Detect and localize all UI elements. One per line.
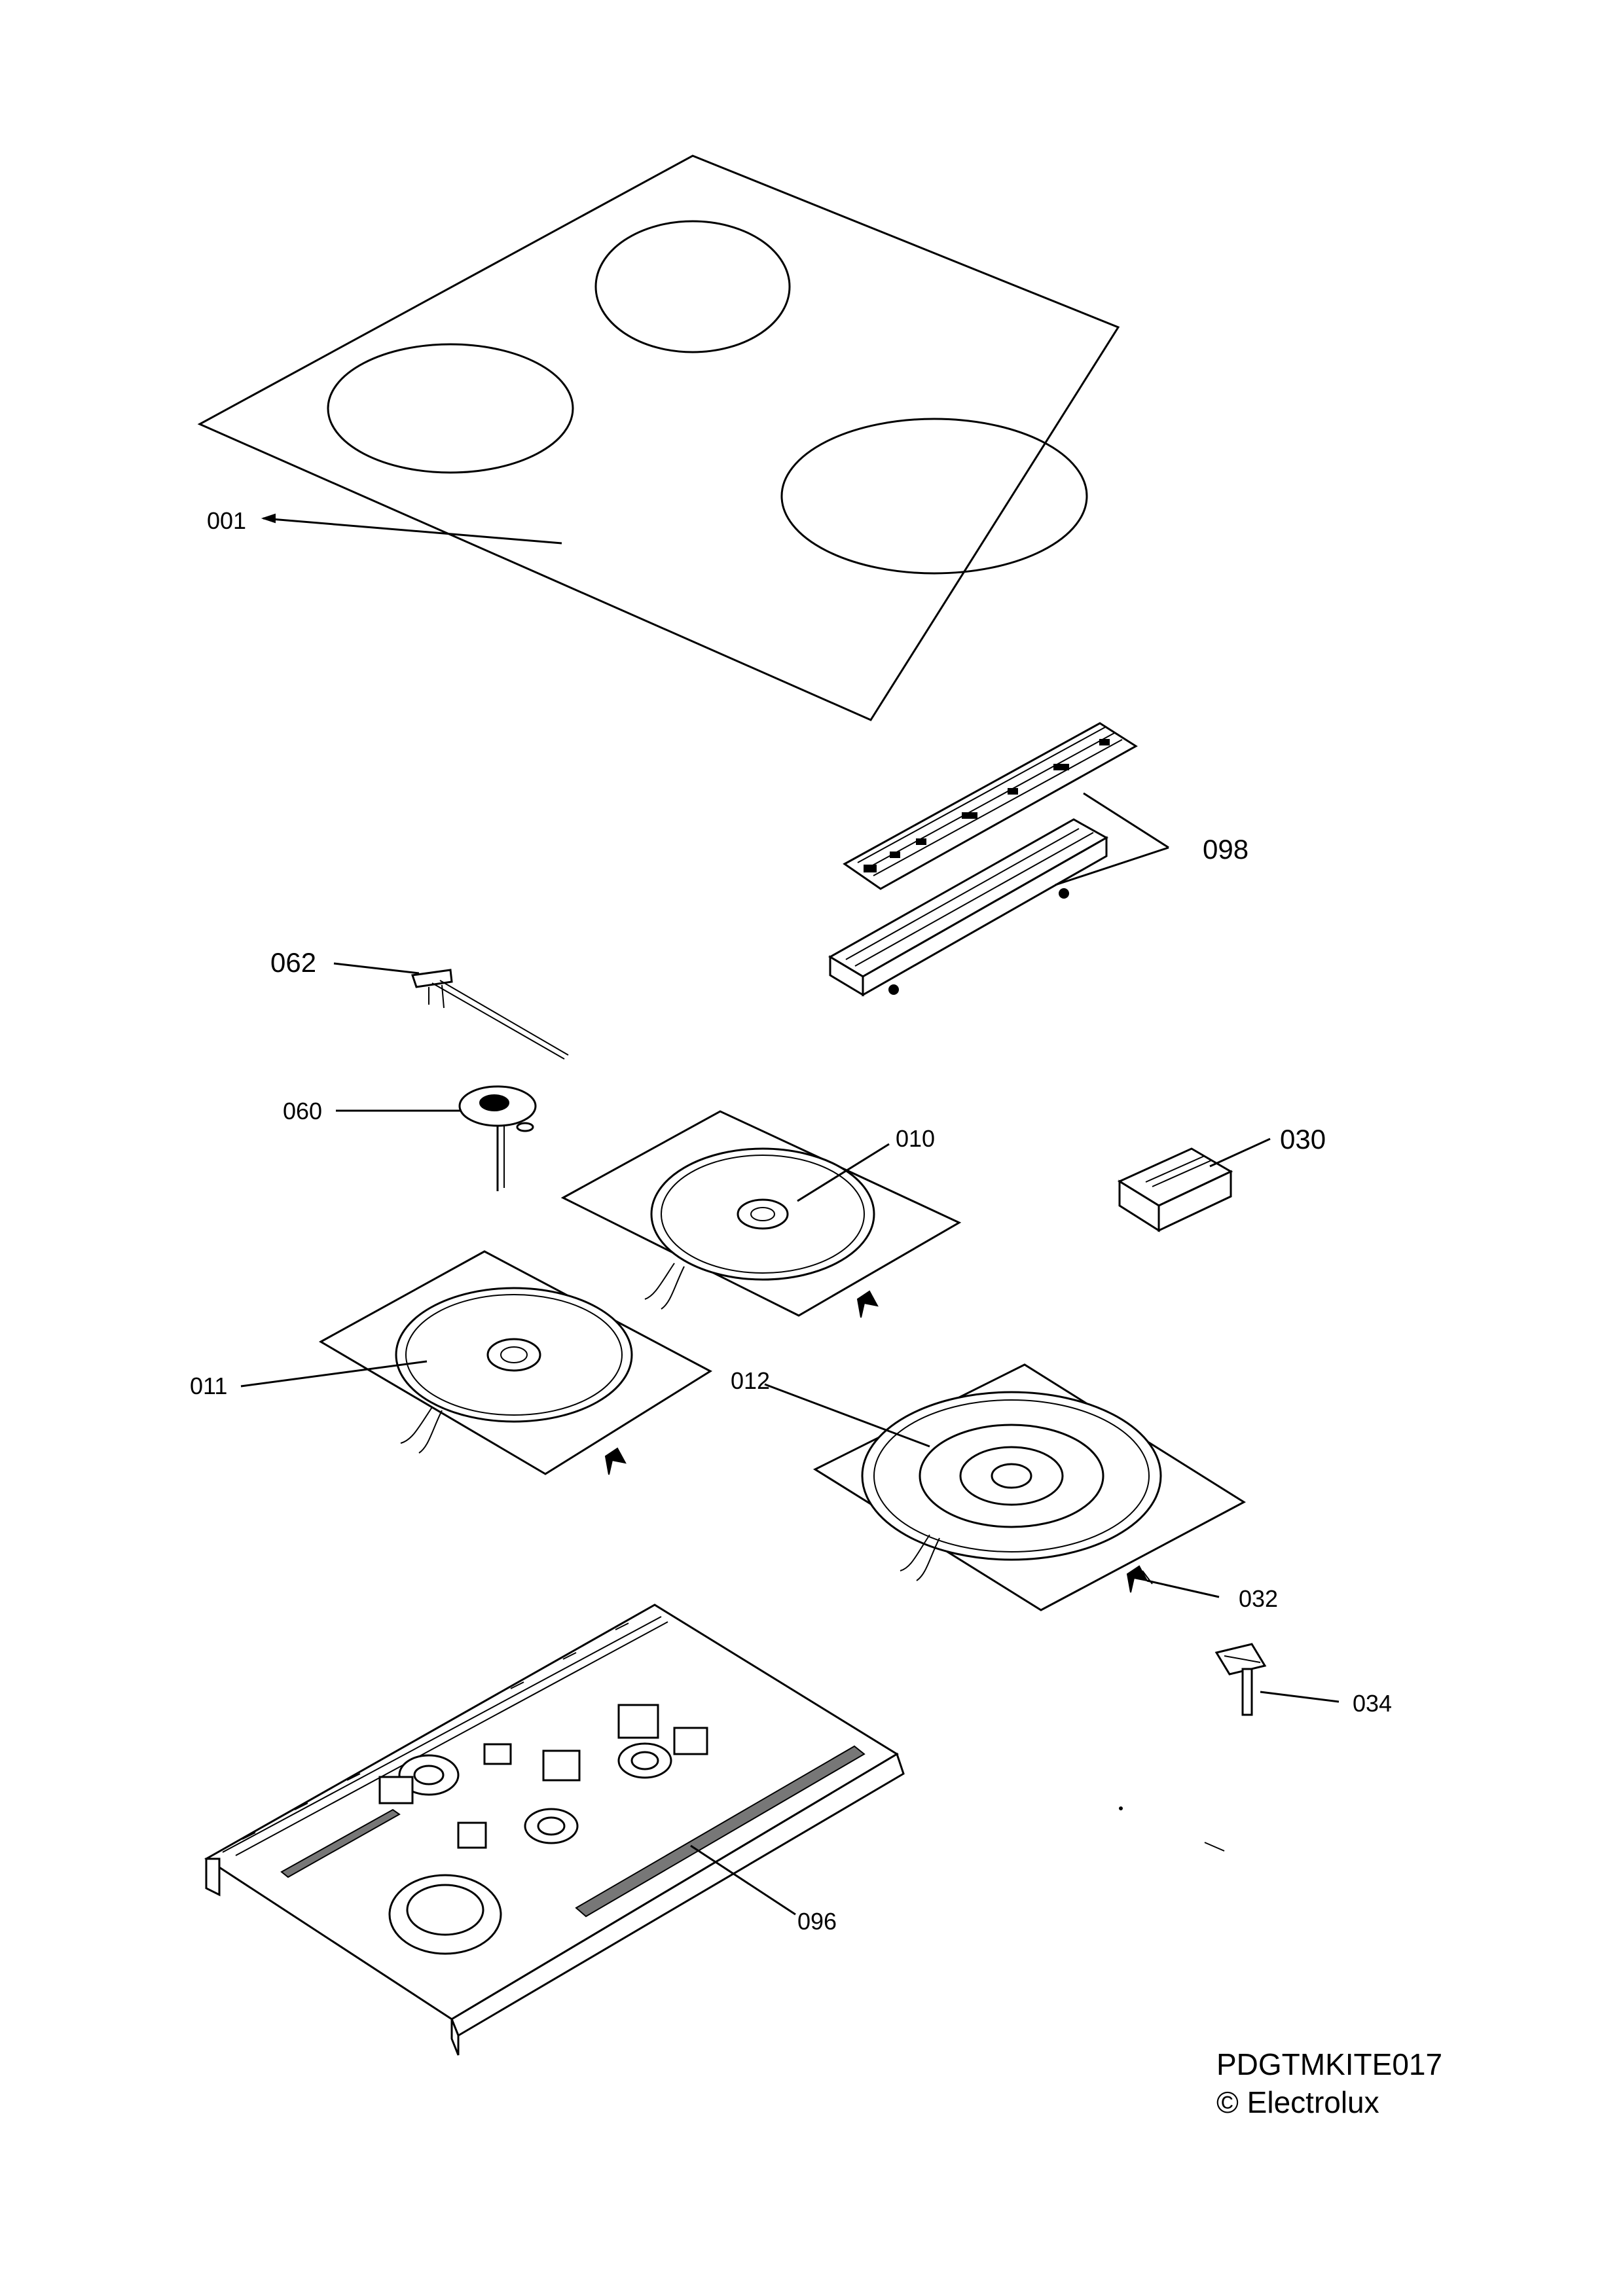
inductor-part-012 [812, 1363, 1246, 1611]
inductor-part-010 [560, 1110, 962, 1318]
sensor-part-062 [411, 969, 569, 1060]
drawing-code: PDGTMKITE017 [1216, 2047, 1443, 2081]
callout-011: 011 [190, 1372, 227, 1399]
footer-block: PDGTMKITE017 © Electrolux [1216, 2045, 1442, 2121]
callout-030: 030 [1280, 1124, 1326, 1155]
stray-mark [1204, 1842, 1225, 1852]
callout-032: 032 [1239, 1585, 1278, 1612]
callout-096: 096 [797, 1908, 837, 1935]
callout-001: 001 [207, 507, 246, 534]
support-part-034 [1214, 1643, 1267, 1716]
callout-034: 034 [1353, 1690, 1392, 1717]
power-board-part-096 [204, 1604, 905, 2056]
filter-box-part-030 [1117, 1147, 1233, 1232]
leader-lines [240, 513, 1340, 1916]
callout-010: 010 [896, 1125, 935, 1152]
control-panel-part-098 [828, 722, 1138, 997]
callout-062: 062 [270, 947, 316, 978]
copyright-notice: © Electrolux [1216, 2085, 1379, 2119]
stray-dot [1119, 1806, 1123, 1810]
fan-part-060 [458, 1085, 537, 1191]
callout-012: 012 [731, 1367, 770, 1394]
inductor-part-011 [318, 1250, 713, 1475]
glass-top-part-001 [197, 154, 1120, 721]
clip-part-032 [1126, 1565, 1153, 1593]
callout-098: 098 [1203, 834, 1249, 865]
callout-060: 060 [283, 1098, 322, 1124]
